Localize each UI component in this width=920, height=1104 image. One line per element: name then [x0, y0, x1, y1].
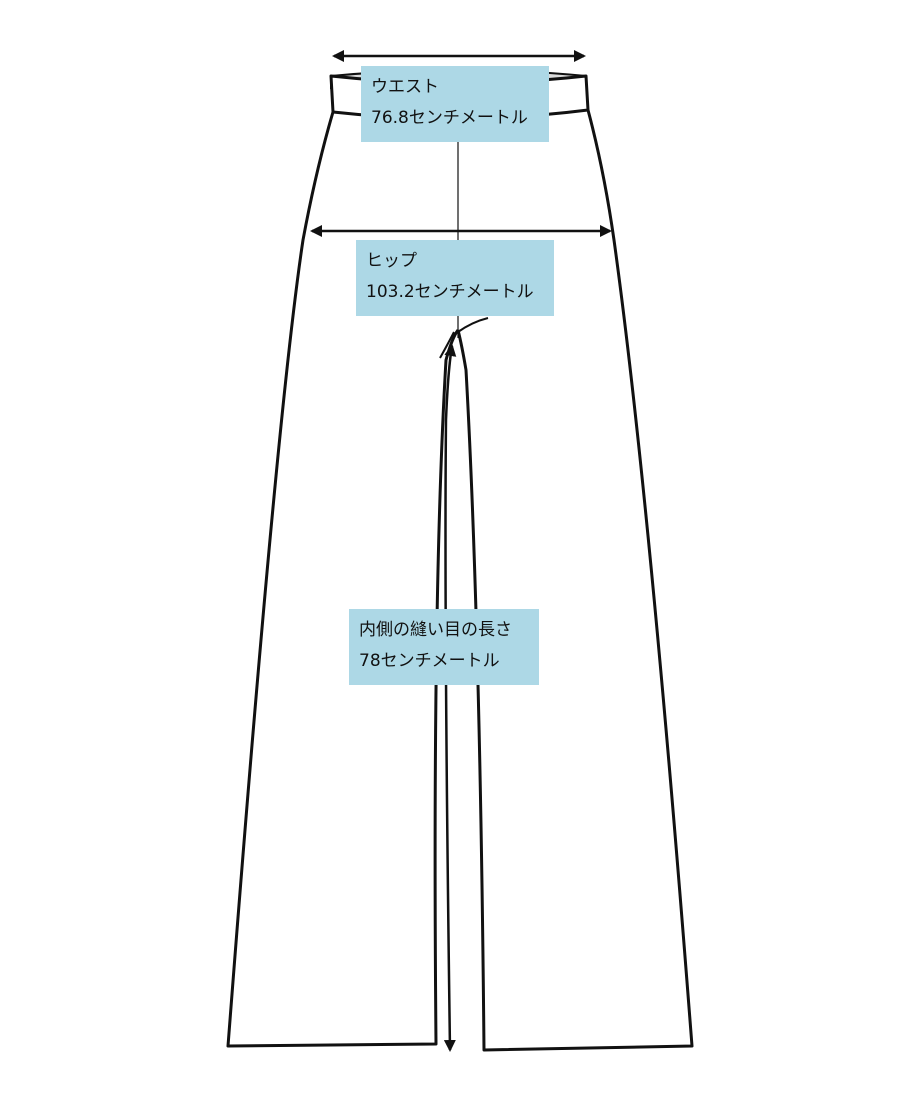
pants-right-leg — [456, 109, 694, 1052]
inseam-arrow-tip-guide — [439, 331, 455, 359]
inseam-label-name: 内側の縫い目の長さ — [359, 620, 512, 640]
waist-label-name: ウエスト — [371, 77, 439, 97]
waist-label: ウエスト 76.8センチメートル — [361, 66, 549, 142]
inseam-label-value: 78センチメートル — [359, 651, 500, 671]
crotch-seam — [457, 317, 489, 333]
pants-left-leg — [226, 111, 460, 1048]
hip-label-name: ヒップ — [366, 251, 417, 271]
hip-label: ヒップ 103.2センチメートル — [356, 240, 554, 316]
inseam-label: 内側の縫い目の長さ 78センチメートル — [349, 609, 539, 685]
waist-label-value: 76.8センチメートル — [371, 108, 528, 128]
inseam-arrow — [443, 344, 457, 1052]
hip-label-value: 103.2センチメートル — [366, 282, 534, 302]
